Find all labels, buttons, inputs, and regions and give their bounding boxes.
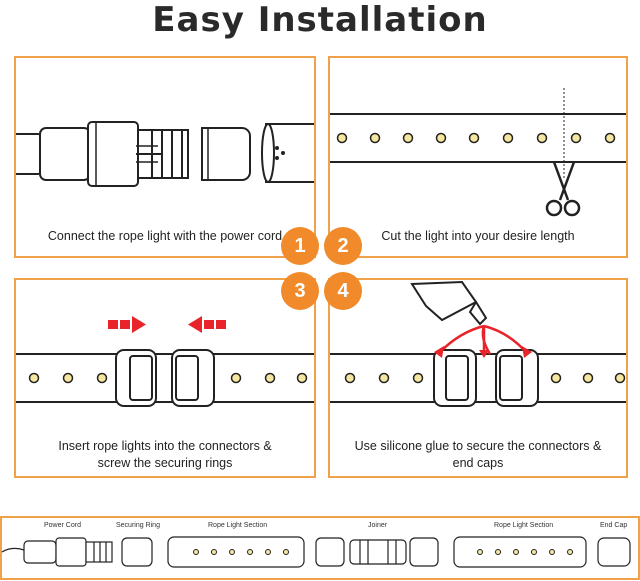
step-4-caption-line1: Use silicone glue to secure the connecto… <box>354 439 602 453</box>
step-1-badge: 1 <box>281 227 319 265</box>
step-4-caption-line2: end caps <box>452 456 504 470</box>
step-1-caption: Connect the rope light with the power co… <box>47 229 283 243</box>
step-3-panel: Insert rope lights into the connectors &… <box>14 278 316 478</box>
step-2-badge: 2 <box>324 227 362 265</box>
legend-end-cap: End Cap <box>600 522 628 529</box>
step-2-caption: Cut the light into your desire length <box>381 229 575 243</box>
step-2-panel: Cut the light into your desire length <box>328 56 628 258</box>
legend-securing-ring: Securing Ring <box>116 522 160 529</box>
step-4-panel: Use silicone glue to secure the connecto… <box>328 278 628 478</box>
step-4-badge: 4 <box>324 272 362 310</box>
connector-insert-illustration <box>16 316 314 407</box>
cutting-illustration <box>330 88 626 217</box>
parts-legend <box>0 516 640 580</box>
step-3-caption-line1: Insert rope lights into the connectors & <box>58 439 272 453</box>
step-3-badge: 3 <box>281 272 319 310</box>
glue-tube-icon <box>410 280 488 326</box>
legend-rope-light-section-2: Rope Light Section <box>494 522 554 529</box>
legend-rope-light-section: Rope Light Section <box>208 522 268 529</box>
step-1-panel: Connect the rope light with the power co… <box>14 56 316 258</box>
legend-joiner: Joiner <box>368 522 388 529</box>
glue-illustration <box>330 280 626 407</box>
step-3-caption-line2: screw the securing rings <box>97 456 233 470</box>
scissors-icon <box>545 161 581 217</box>
power-cord-illustration <box>16 121 314 187</box>
legend-power-cord: Power Cord <box>44 522 81 529</box>
push-arrows-icon <box>108 316 226 333</box>
page-title: Easy Installation <box>152 0 488 40</box>
